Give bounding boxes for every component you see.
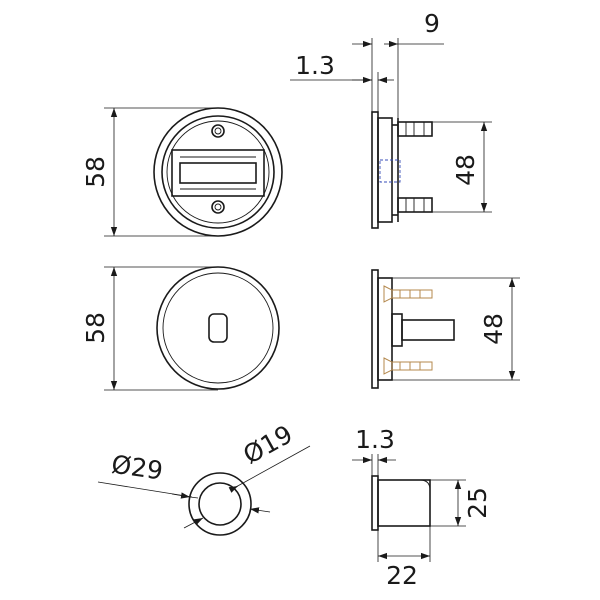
cap-flange-dimension: 1.3 <box>352 425 396 476</box>
top-side-offset-dimension: 9 <box>352 9 444 118</box>
top-side-view <box>371 111 433 229</box>
top-side-height-label: 48 <box>451 154 480 186</box>
cap-side-view <box>371 475 431 531</box>
cap-front-view: Ø29 Ø19 <box>97 419 311 536</box>
top-front-height-label: 58 <box>81 156 110 188</box>
middle-front-height-label: 58 <box>81 312 110 344</box>
middle-side-height-dimension: 48 <box>378 277 520 381</box>
middle-side-height-label: 48 <box>479 313 508 345</box>
cap-height-dimension: 25 <box>430 479 492 527</box>
top-side-offset-label: 9 <box>424 9 440 38</box>
middle-side-view <box>371 269 455 389</box>
top-front-height-dimension: 58 <box>81 107 218 237</box>
top-side-flange-dimension: 1.3 <box>290 51 394 112</box>
middle-front-view <box>156 266 280 390</box>
cap-depth-label: 22 <box>386 561 418 590</box>
cap-flange-label: 1.3 <box>355 425 395 454</box>
top-side-flange-label: 1.3 <box>295 51 335 80</box>
middle-front-height-dimension: 58 <box>81 266 218 391</box>
top-side-height-dimension: 48 <box>432 121 492 213</box>
cap-inner-diameter-label: Ø19 <box>238 419 297 469</box>
cap-outer-diameter-label: Ø29 <box>110 450 165 486</box>
cap-height-label: 25 <box>463 487 492 519</box>
cap-depth-dimension: 22 <box>377 526 431 590</box>
top-front-view <box>153 107 283 237</box>
